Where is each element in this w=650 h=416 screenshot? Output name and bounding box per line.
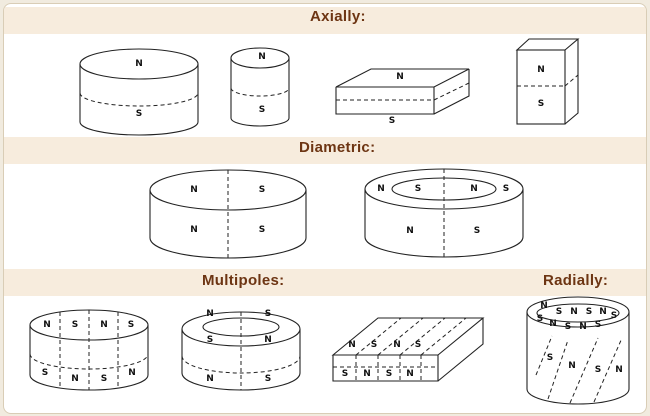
radial-tube-magnet: N S N S N S S N S N S S N S N [526,296,630,405]
pole-label: S [565,322,571,332]
pole-label: N [258,52,266,62]
pole-label: N [348,340,356,350]
pole-label: N [537,65,545,75]
pole-label: S [586,307,592,317]
pole-label: S [207,335,213,345]
pole-label: S [265,309,271,319]
diagram-frame [3,3,647,414]
axial-block-magnet: N S [335,68,470,126]
pole-label: S [371,340,377,350]
section-heading-radially: Radially: [543,272,609,289]
pole-label: N [190,225,198,235]
pole-label: S [547,353,553,363]
pole-label: S [136,109,142,119]
pole-label: S [556,307,562,317]
pole-label: S [595,320,601,330]
multipoles-band [4,269,646,296]
section-heading-axially: Axially: [310,8,366,25]
pole-label: N [43,320,51,330]
section-heading-multipoles: Multipoles: [202,272,285,289]
pole-label: S [503,184,509,194]
diametric-disc-magnet: N S N S [149,169,307,259]
pole-label: S [415,340,421,350]
pole-label: S [259,185,265,195]
pole-label: N [206,374,214,384]
diametric-band [4,137,646,164]
pole-label: S [128,320,134,330]
pole-label: N [470,184,478,194]
pole-label: S [72,320,78,330]
pole-label: S [415,184,421,194]
pole-label: N [406,226,414,236]
pole-label: S [259,225,265,235]
pole-label: S [537,314,543,324]
pole-label: N [396,72,404,82]
pole-label: S [386,369,392,379]
pole-label: N [599,307,607,317]
diametric-ring-magnet: N S N S N S [364,168,524,258]
pole-label: N [406,369,414,379]
pole-label: S [265,374,271,384]
axial-cylinder-magnet: N S [230,47,290,127]
pole-label: S [595,365,601,375]
axial-prism-magnet: N S [515,38,580,125]
multipole-ring-magnet: N S S N N S [181,309,301,391]
pole-label: N [363,369,371,379]
pole-label: N [570,307,578,317]
pole-label: N [128,368,136,378]
pole-label: N [568,361,576,371]
pole-label: S [474,226,480,236]
pole-label: S [611,311,617,321]
pole-label: N [135,59,143,69]
pole-label: S [389,116,395,126]
pole-label: N [549,319,557,329]
pole-label: N [393,340,401,350]
multipole-block-magnet: N S N S S N S N [331,317,485,382]
pole-label: N [540,301,548,311]
section-heading-diametric: Diametric: [299,139,376,156]
pole-label: N [71,374,79,384]
pole-label: S [101,374,107,384]
pole-label: S [538,99,544,109]
pole-label: N [377,184,385,194]
multipole-disc-magnet: N S N S S N S N [29,309,149,391]
pole-label: S [259,105,265,115]
pole-label: S [342,369,348,379]
pole-label: N [615,365,623,375]
axially-band [4,7,646,34]
pole-label: N [264,335,272,345]
pole-label: S [42,368,48,378]
pole-label: N [206,309,214,319]
pole-label: N [190,185,198,195]
axial-disc-magnet: N S [79,48,199,136]
pole-label: N [579,322,587,332]
pole-label: N [100,320,108,330]
